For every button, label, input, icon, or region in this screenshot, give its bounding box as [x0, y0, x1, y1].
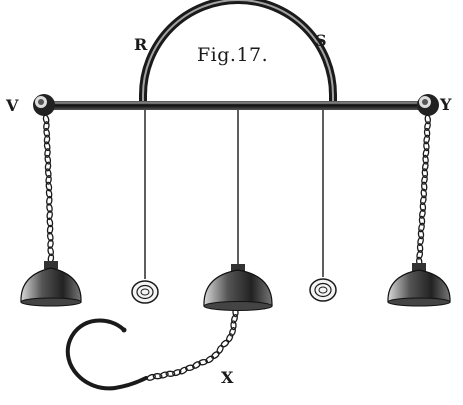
figure-title: Fig.17. — [197, 44, 269, 66]
chain-link — [421, 168, 429, 179]
chain-link — [205, 355, 215, 364]
chain-link — [230, 320, 237, 331]
chain-link — [211, 351, 220, 360]
chain-link — [47, 231, 54, 242]
chain-link — [419, 202, 427, 212]
chain-link — [185, 364, 195, 372]
chain-link — [419, 195, 427, 206]
chain-link — [192, 361, 201, 369]
chain-link — [424, 114, 432, 125]
chain-link — [46, 217, 54, 228]
chain-link — [422, 148, 430, 158]
chain-link — [216, 344, 224, 355]
chain-link — [44, 161, 52, 172]
chain-link — [43, 127, 50, 138]
chain-link — [198, 358, 208, 366]
chain-link — [46, 210, 53, 221]
chain-link — [46, 195, 53, 206]
chain-link — [43, 141, 51, 152]
chain-link — [45, 188, 53, 199]
chain-link — [419, 209, 426, 219]
chain-link — [43, 121, 50, 132]
bell-center — [203, 264, 273, 311]
chain-link — [423, 134, 431, 145]
clapper-left — [131, 280, 159, 304]
chain-link — [417, 236, 424, 246]
chain-link — [424, 121, 431, 131]
chain-link — [417, 229, 425, 240]
chain-link — [420, 188, 427, 199]
chain-link — [420, 181, 428, 192]
chain-link — [172, 369, 182, 377]
clapper-right — [309, 278, 337, 302]
chain-link — [418, 215, 426, 226]
bell-left — [20, 261, 82, 307]
chain-link — [416, 243, 424, 253]
knob-y — [417, 94, 439, 116]
chain-link — [44, 154, 52, 165]
chain-link — [231, 314, 238, 324]
chain-link — [423, 141, 430, 152]
chain-x — [146, 307, 239, 381]
chain-link — [416, 249, 424, 260]
chain-link — [152, 373, 163, 380]
chain-link — [47, 239, 54, 249]
label-x: X — [221, 368, 234, 387]
chain-link — [418, 222, 425, 233]
chain-v — [42, 114, 55, 264]
chain-link — [47, 246, 54, 257]
hook — [65, 318, 148, 391]
label-s: S — [315, 31, 327, 50]
chain-link — [220, 339, 230, 348]
label-v: V — [6, 96, 19, 115]
chain-link — [42, 114, 50, 125]
chain-link — [421, 175, 428, 185]
chain-link — [43, 134, 51, 145]
knob-v — [33, 94, 55, 116]
chain-link — [421, 161, 429, 172]
label-r: R — [134, 35, 148, 54]
chain-link — [46, 203, 53, 213]
chain-link — [44, 148, 51, 158]
chain-link — [423, 127, 431, 138]
chain-link — [46, 224, 54, 235]
horizontal-bar — [42, 101, 432, 110]
chain-link — [165, 370, 176, 377]
chain-link — [225, 333, 234, 343]
chain-link — [45, 174, 52, 185]
chain-link — [229, 327, 236, 337]
bell-right — [387, 263, 451, 307]
chain-y — [416, 114, 432, 267]
label-y: Y — [440, 95, 452, 114]
chain-link — [159, 371, 169, 379]
chain-link — [422, 154, 429, 165]
chain-link — [45, 168, 52, 179]
